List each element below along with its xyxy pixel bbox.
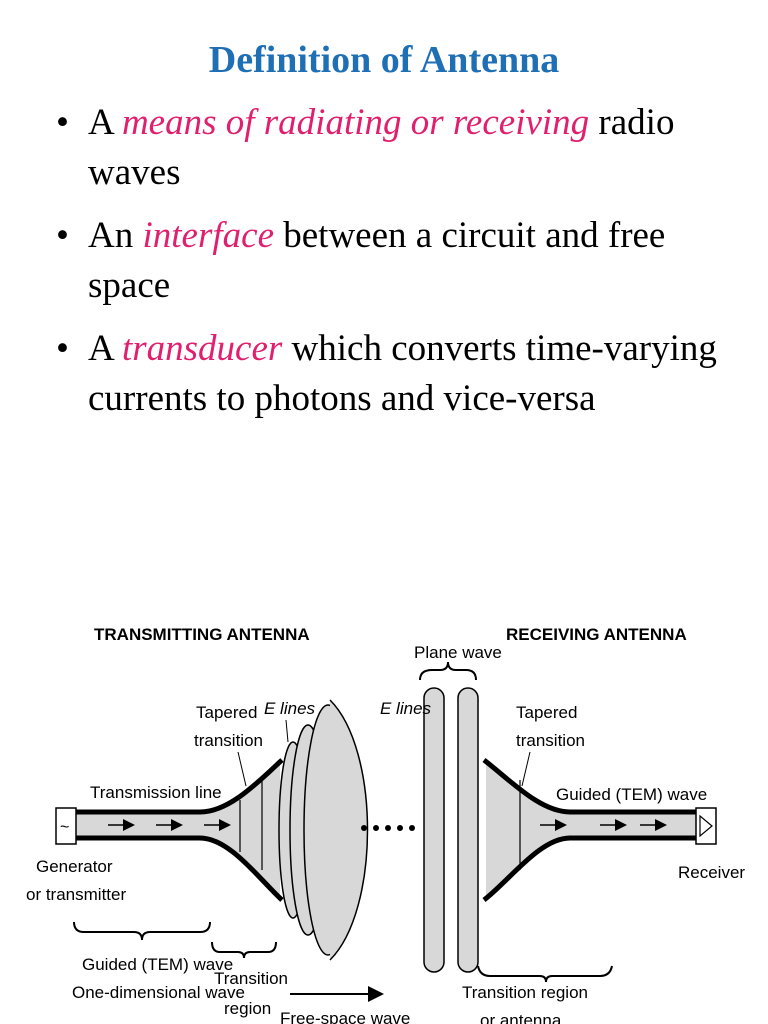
tapered-left-2: transition — [194, 731, 263, 750]
receiving-horn — [486, 760, 700, 900]
plane-wave-label: Plane wave — [414, 643, 502, 662]
bullet-post: radio waves — [88, 102, 675, 193]
bullet-dot: • — [56, 328, 69, 369]
e-lines-left: E lines — [264, 699, 316, 718]
receiving-line-bottom — [482, 835, 700, 902]
generator-label-2: or transmitter — [26, 885, 126, 904]
bullet-item: • A means of radiating or receiving radi… — [56, 98, 746, 198]
transition-label-1: Transition — [214, 969, 288, 988]
guided-wave-left-label: Guided (TEM) wave — [82, 955, 233, 974]
transmitting-horn — [70, 760, 280, 900]
transmission-line-label: Transmission line — [90, 783, 222, 802]
bullet-pre: A — [88, 102, 122, 143]
bullet-item: • An interface between a circuit and fre… — [56, 211, 746, 311]
transition-region-right-1: Transition region — [462, 983, 588, 1002]
transmitting-heading: TRANSMITTING ANTENNA — [94, 625, 310, 644]
transmitting-line-top — [70, 758, 284, 815]
generator-box — [55, 807, 77, 845]
receiving-heading: RECEIVING ANTENNA — [506, 625, 687, 644]
bullet-list: • A means of radiating or receiving radi… — [56, 98, 746, 437]
wavefront-4 — [329, 699, 369, 961]
bullet-post: between a circuit and free space — [88, 215, 666, 306]
bullet-pre: A — [88, 328, 122, 369]
plane-wave-front-2 — [457, 687, 479, 973]
antenna-diagram: TRANSMITTING ANTENNA RECEIVING ANTENNA P… — [26, 625, 745, 1024]
receiving-line-top — [482, 758, 700, 815]
bullet-highlight: transducer — [121, 328, 283, 369]
bullet-post: which converts time-varying currents to … — [88, 328, 717, 419]
bullet-highlight: interface — [142, 215, 274, 256]
e-lines-right: E lines — [380, 699, 432, 718]
slide-title: Definition of Antenna — [208, 39, 560, 81]
bullet-item: • A transducer which converts time-varyi… — [56, 324, 746, 424]
bullet-pre: An — [88, 215, 143, 256]
plane-wave-front-1 — [423, 687, 445, 973]
transition-region-right-2: or antenna — [480, 1011, 562, 1024]
receiver-label: Receiver — [678, 863, 745, 882]
generator-symbol: ~ — [60, 819, 69, 836]
guided-wave-right-label: Guided (TEM) wave — [556, 785, 707, 804]
bullet-highlight: means of radiating or receiving — [121, 102, 590, 143]
receiver-box — [695, 807, 717, 845]
free-space-label: Free-space wave — [280, 1009, 410, 1024]
generator-label-1: Generator — [36, 857, 113, 876]
plane-wave-brace — [419, 661, 477, 681]
tapered-left-1: Tapered — [196, 703, 257, 722]
tapered-right-2: transition — [516, 731, 585, 750]
bullet-dot: • — [56, 215, 69, 256]
transition-label-2: region — [224, 999, 271, 1018]
bullet-dot: • — [56, 102, 69, 143]
one-dim-wave-label: One-dimensional wave — [72, 983, 245, 1002]
transmitting-line-bottom — [70, 835, 284, 902]
tapered-right-1: Tapered — [516, 703, 577, 722]
